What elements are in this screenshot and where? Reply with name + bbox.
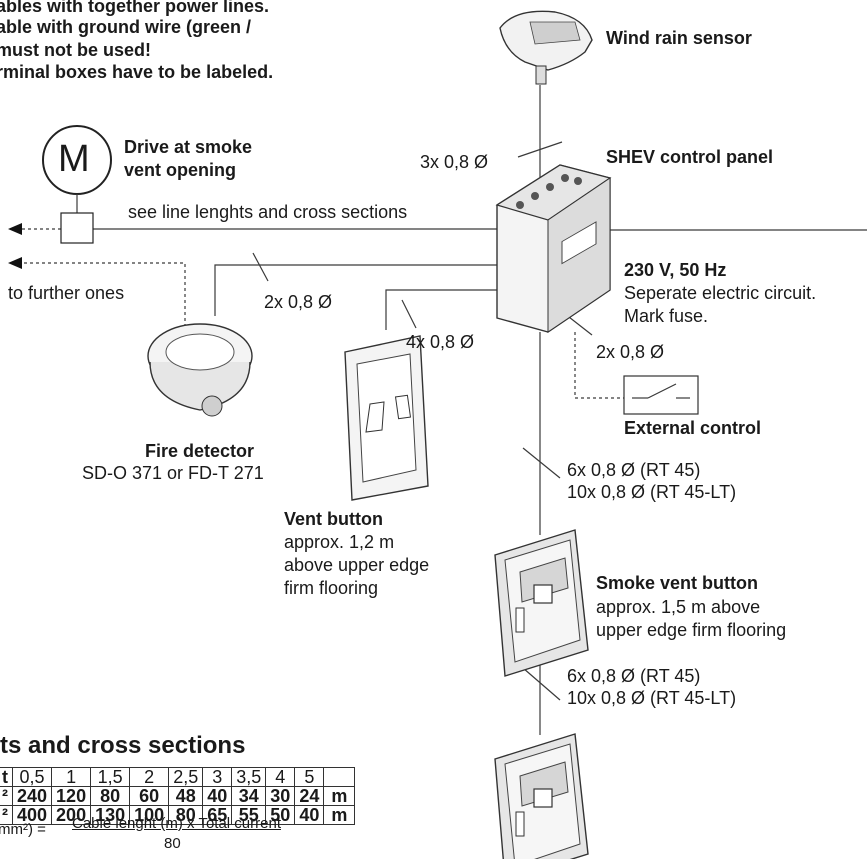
cross-sections-table: t 0,5 1 1,5 2 2,5 3 3,5 4 5 ² 240 120 80… bbox=[0, 767, 356, 825]
vent-button-line: approx. 1,2 m bbox=[284, 532, 395, 552]
table-cell: 1,5 bbox=[90, 767, 131, 787]
table-header-row: t 0,5 1 1,5 2 2,5 3 3,5 4 5 bbox=[0, 767, 356, 787]
power-title: 230 V, 50 Hz bbox=[624, 260, 727, 280]
smoke-vent-button-icon bbox=[494, 733, 589, 859]
table-cell: 120 bbox=[51, 786, 92, 806]
arrow-left-icon bbox=[8, 223, 22, 235]
table-cell: 60 bbox=[129, 786, 170, 806]
table-cell: 2 bbox=[129, 767, 170, 787]
drive-label-line2: vent opening bbox=[124, 160, 236, 180]
vent-button-icon bbox=[344, 335, 429, 501]
table-cell: 40 bbox=[202, 786, 233, 806]
table-cell: 3 bbox=[202, 767, 233, 787]
table-cell: 40 bbox=[294, 805, 325, 825]
smoke-vent-line: approx. 1,5 m above bbox=[596, 597, 761, 617]
table-cell: 130 bbox=[90, 805, 131, 825]
table-cell: 100 bbox=[129, 805, 170, 825]
formula-denominator: 80 bbox=[164, 835, 181, 852]
vent-button-title: Vent button bbox=[284, 509, 383, 529]
motor-symbol: M bbox=[58, 138, 90, 180]
note-line: able with ground wire (green / bbox=[0, 17, 252, 37]
fire-detector-models: SD-O 371 or FD-T 271 bbox=[82, 463, 264, 483]
table-cell: m bbox=[323, 786, 356, 806]
vent-button-line: firm flooring bbox=[284, 578, 379, 598]
smoke-vent-line: upper edge firm flooring bbox=[596, 620, 787, 640]
table-cell: 34 bbox=[231, 786, 267, 806]
cable-svb2-label: 6x 0,8 Ø (RT 45) bbox=[567, 666, 701, 686]
drive-motor bbox=[42, 125, 112, 244]
note-line: rminal boxes have to be labeled. bbox=[0, 62, 274, 82]
table-cell: 200 bbox=[51, 805, 92, 825]
table-cell bbox=[323, 767, 356, 787]
table-row: ² 400 200 130 100 80 65 55 50 40 m bbox=[0, 805, 356, 825]
table-cell: 4 bbox=[265, 767, 296, 787]
cable-external-label: 2x 0,8 Ø bbox=[596, 342, 665, 362]
table-cell: 65 bbox=[202, 805, 233, 825]
table-cell: 3,5 bbox=[231, 767, 267, 787]
table-cell: 50 bbox=[265, 805, 296, 825]
wind-rain-sensor-icon bbox=[499, 10, 593, 85]
to-further-label: to further ones bbox=[8, 283, 125, 303]
formula-numerator: Cable lenght (m) x Total current bbox=[72, 815, 281, 832]
shev-panel-label: SHEV control panel bbox=[606, 147, 774, 167]
cable-detector-label: 2x 0,8 Ø bbox=[264, 292, 333, 312]
table-cell: t bbox=[0, 767, 13, 787]
arrow-left-icon bbox=[8, 257, 22, 269]
power-line: Seperate electric circuit. bbox=[624, 283, 817, 303]
smoke-vent-button-icon bbox=[494, 529, 589, 677]
cable-svb1-label: 6x 0,8 Ø (RT 45) bbox=[567, 460, 701, 480]
table-cell: 240 bbox=[11, 786, 53, 806]
table-cell: 80 bbox=[168, 805, 204, 825]
fire-detector-title: Fire detector bbox=[145, 441, 255, 461]
cable-sensor-label: 3x 0,8 Ø bbox=[420, 152, 489, 172]
cable-svb1-label: 10x 0,8 Ø (RT 45-LT) bbox=[567, 482, 737, 502]
note-line: must not be used! bbox=[0, 40, 152, 60]
drive-label-line1: Drive at smoke bbox=[124, 137, 253, 157]
smoke-vent-title: Smoke vent button bbox=[596, 573, 759, 593]
wiring-lines bbox=[20, 85, 867, 735]
formula-left: mm²) = bbox=[0, 821, 46, 838]
table-cell: m bbox=[323, 805, 356, 825]
fire-detector-icon bbox=[147, 323, 253, 417]
table-cell: 30 bbox=[265, 786, 296, 806]
table-cell: 2,5 bbox=[168, 767, 204, 787]
cross-sections-title: ts and cross sections bbox=[0, 732, 246, 759]
table-cell: 5 bbox=[294, 767, 325, 787]
table-cell: 24 bbox=[294, 786, 325, 806]
shev-control-panel-icon bbox=[495, 164, 612, 333]
external-control-label: External control bbox=[624, 418, 762, 438]
table-cell: 0,5 bbox=[11, 767, 53, 787]
external-control-switch-icon bbox=[623, 375, 699, 415]
table-cell: 80 bbox=[90, 786, 131, 806]
power-line: Mark fuse. bbox=[624, 306, 709, 326]
note-line: ables with together power lines. bbox=[0, 0, 270, 16]
cable-vent-button-label: 4x 0,8 Ø bbox=[406, 332, 475, 352]
table-cell: 48 bbox=[168, 786, 204, 806]
line-lengths-note: see line lenghts and cross sections bbox=[128, 202, 408, 222]
table-cell: 1 bbox=[51, 767, 92, 787]
vent-button-line: above upper edge bbox=[284, 555, 430, 575]
table-cell: 400 bbox=[11, 805, 53, 825]
table-cell: ² bbox=[0, 786, 13, 806]
table-row: ² 240 120 80 60 48 40 34 30 24 m bbox=[0, 786, 356, 806]
wind-rain-sensor-label: Wind rain sensor bbox=[606, 28, 752, 48]
cable-svb2-label: 10x 0,8 Ø (RT 45-LT) bbox=[567, 688, 737, 708]
